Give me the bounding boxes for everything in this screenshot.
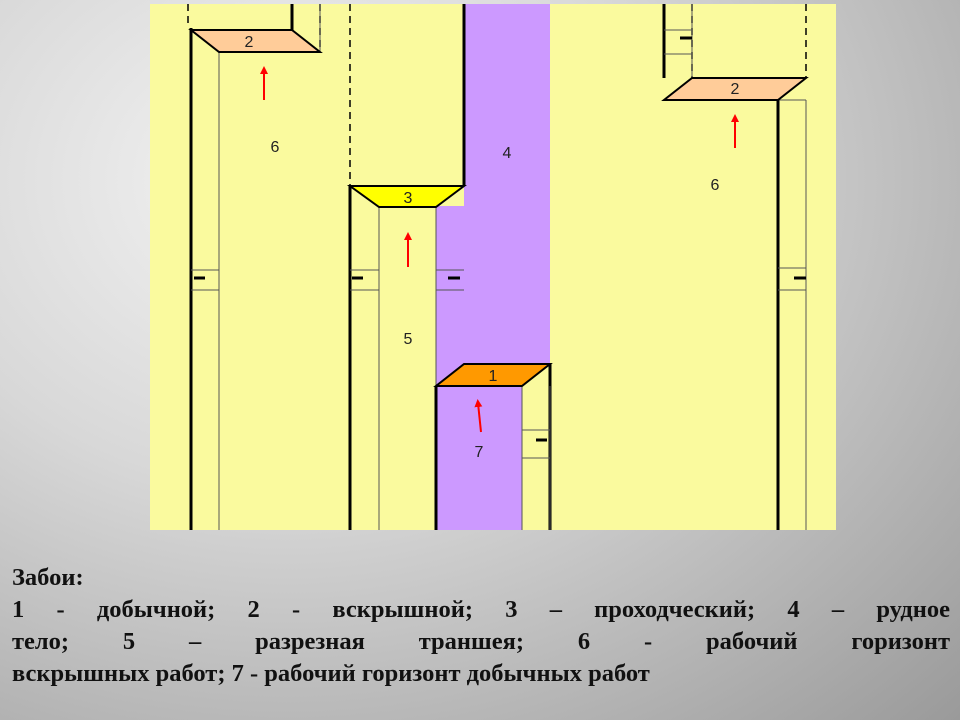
label-horizon7: 7	[475, 444, 484, 461]
label-horizon6-left: 6	[271, 139, 280, 156]
mining-face	[433, 363, 553, 387]
stripping-face-left	[188, 29, 323, 53]
mining-faces-diagram: 2 2 3 1 4 6 6 5 7	[150, 4, 836, 530]
advance-arrows	[260, 66, 739, 433]
development-face	[346, 185, 467, 208]
label-face2-right: 2	[731, 81, 740, 98]
stripping-face-right	[661, 77, 809, 101]
label-face3: 3	[404, 190, 413, 207]
berm-markers	[194, 36, 806, 442]
label-face2-left: 2	[245, 34, 254, 51]
label-trench5: 5	[404, 331, 413, 348]
label-face1: 1	[489, 368, 498, 385]
legend-title: Забои:	[12, 564, 84, 591]
label-horizon6-right: 6	[711, 177, 720, 194]
legend-line-3: вскрышных работ; 7 - рабочий горизонт до…	[12, 660, 650, 687]
legend-line-1: 1 - добычной; 2 - вскрышной; 3 – проходч…	[12, 596, 950, 623]
legend-line-2: тело; 5 – разрезная траншея; 6 - рабочий…	[12, 628, 950, 655]
legend-caption: Забои: 1 - добычной; 2 - вскрышной; 3 – …	[12, 562, 950, 690]
thin-lines	[191, 4, 807, 530]
label-orebody4: 4	[503, 145, 512, 162]
arrow-up-icon	[474, 399, 483, 433]
ore-body	[464, 4, 550, 364]
ore-body-lower	[436, 206, 464, 386]
